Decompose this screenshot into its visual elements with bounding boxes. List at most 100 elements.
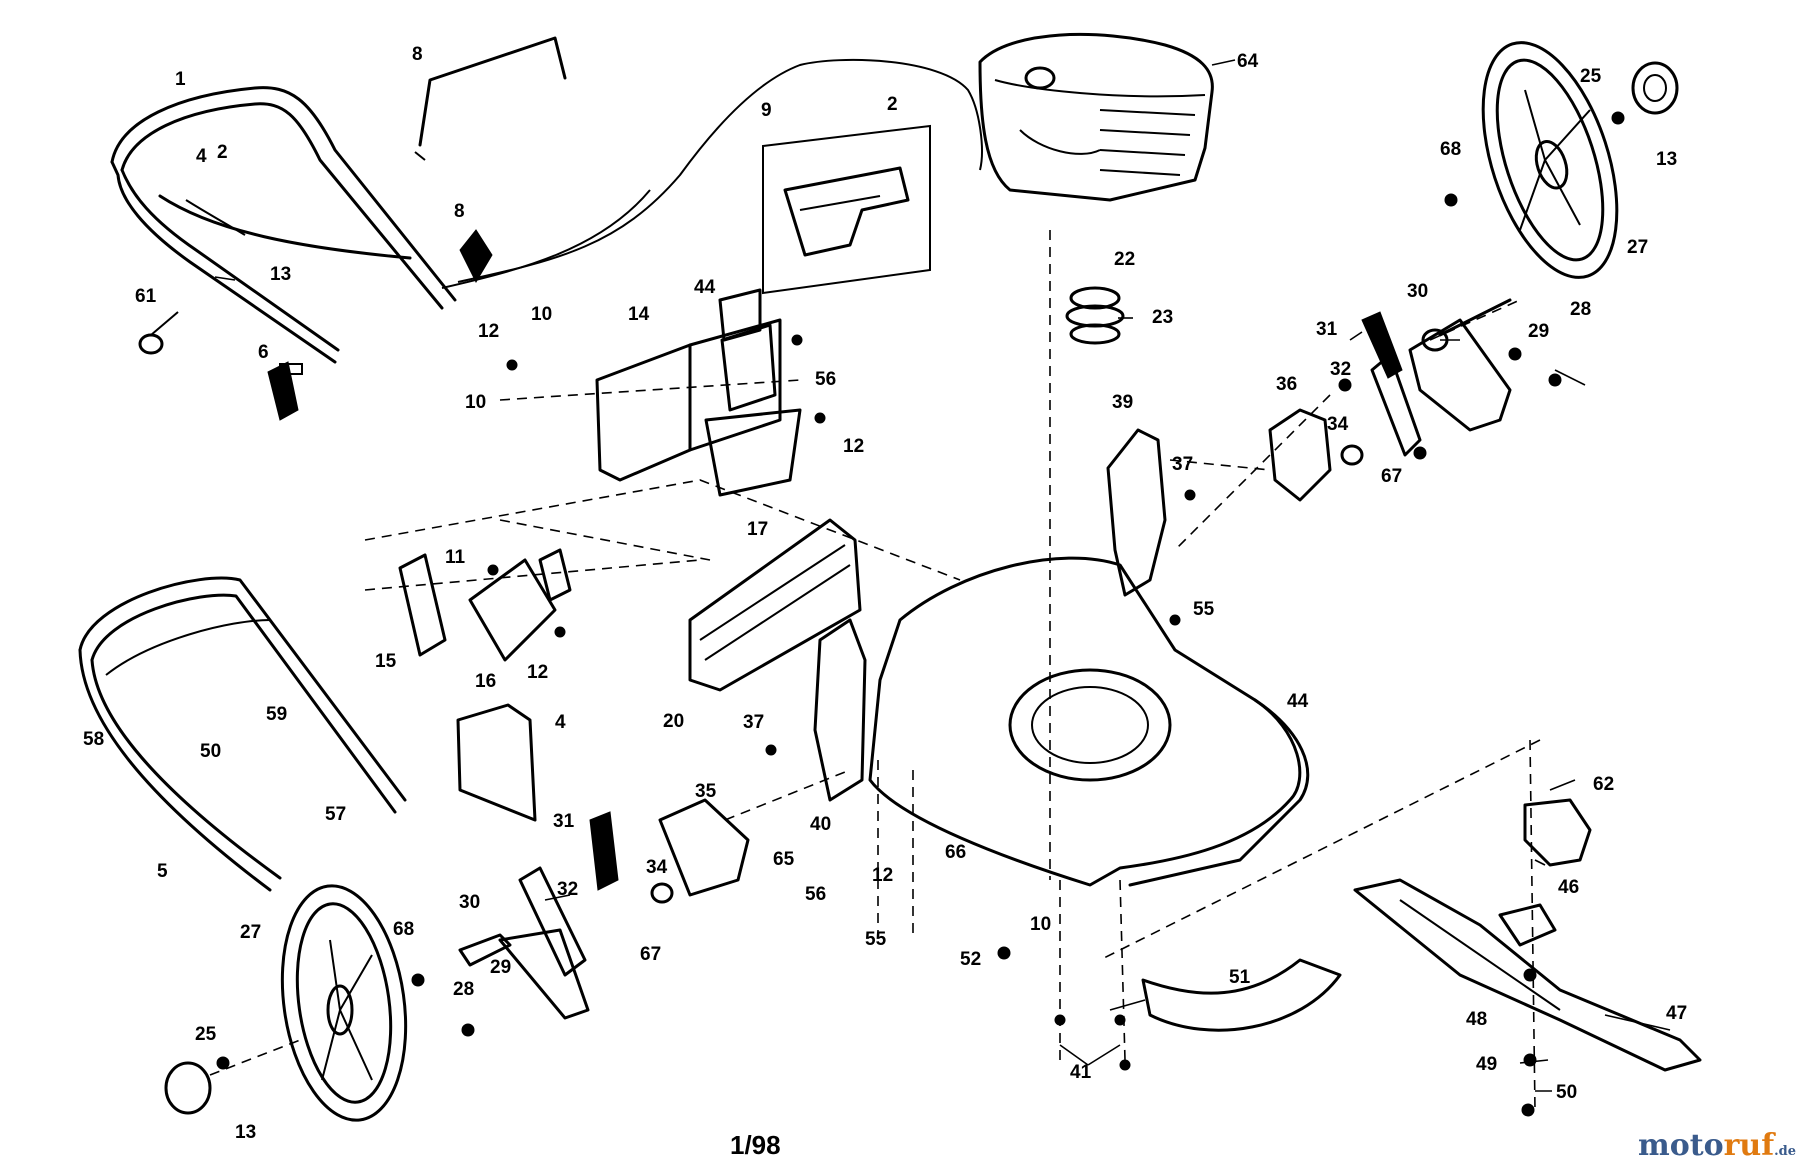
bail-bar [414,36,567,161]
callout-2-handle: 2 [217,142,228,163]
callout-32-right: 32 [1330,359,1352,380]
callout-50-blade: 50 [1556,1082,1578,1103]
callout-58: 58 [83,729,105,750]
watermark-logo: motoruf.de [1638,1128,1796,1163]
watermark-part-1: moto [1638,1128,1724,1163]
callout-10-lower: 10 [1030,914,1052,935]
callout-9: 9 [761,100,772,121]
callout-31-right: 31 [1316,319,1338,340]
callout-15: 15 [375,651,397,672]
callout-4-plate: 4 [555,712,566,733]
plate-4 [456,703,537,822]
grass-bag-frame [78,576,407,892]
inset-panel [762,124,931,295]
callout-56-upper: 56 [815,369,837,390]
watermark-part-3: .de [1774,1144,1797,1159]
callout-20: 20 [663,711,685,732]
callout-37-right: 37 [1172,454,1194,475]
leader-lines [214,59,1671,1092]
callout-16: 16 [475,671,497,692]
callout-32-left: 32 [557,879,579,900]
callout-8-top: 8 [412,44,423,65]
callout-8-clip: 8 [454,201,465,222]
callout-51: 51 [1229,967,1251,988]
callout-35: 35 [695,781,717,802]
callout-66: 66 [945,842,967,863]
callout-28-right: 28 [1570,299,1592,320]
callout-5: 5 [157,861,168,882]
callout-67-left: 67 [640,944,662,965]
callout-64: 64 [1237,51,1259,72]
guard-51 [1141,958,1342,1032]
bracket-39 [1106,428,1167,597]
callout-28-left: 28 [453,979,475,1000]
callout-37-front: 37 [743,712,765,733]
callout-56-lower: 56 [805,884,827,905]
callout-25-left: 25 [195,1024,217,1045]
callout-6: 6 [258,342,269,363]
callout-44-deck: 44 [1287,691,1309,712]
callout-39: 39 [1112,392,1134,413]
callout-67-right: 67 [1381,466,1403,487]
callout-55-upper: 55 [1193,599,1215,620]
callout-12-upper: 12 [478,321,500,342]
callout-25-right: 25 [1580,66,1602,87]
axle-bracket-right [1361,298,1512,457]
front-wheel-left [280,884,408,1122]
blade-adaptor [1498,798,1592,947]
callout-48: 48 [1466,1009,1488,1030]
callout-27-right: 27 [1627,237,1649,258]
footer-date: 1/98 [730,1130,781,1160]
callout-61: 61 [135,286,157,307]
callout-27-left: 27 [240,922,262,943]
callout-12-lower: 12 [527,662,549,683]
callout-13-right: 13 [1656,149,1678,170]
callout-22: 22 [1114,249,1136,270]
pulley [1065,286,1125,345]
callout-34-left: 34 [646,857,668,878]
callout-10-upper: 10 [531,304,553,325]
callout-44-upper: 44 [694,277,716,298]
callout-46: 46 [1558,877,1580,898]
callout-14: 14 [628,304,650,325]
callout-68-left: 68 [393,919,415,940]
callout-11: 11 [445,547,466,568]
callout-2-cable: 2 [887,94,898,115]
callout-59: 59 [266,704,288,725]
hubcap-right [1631,61,1679,115]
callout-12-front: 12 [872,865,894,886]
callout-30-left: 30 [459,892,481,913]
bracket-front-37 [813,618,867,802]
callout-30-right: 30 [1407,281,1429,302]
callout-52: 52 [960,949,982,970]
height-adjuster-right [1268,408,1364,502]
callout-17: 17 [747,519,769,540]
fasteners [216,111,1625,1117]
callout-40: 40 [810,814,832,835]
callout-12-mid: 12 [843,436,865,457]
callout-29-left: 29 [490,957,512,978]
callout-41: 41 [1070,1062,1092,1083]
callout-13-left: 13 [235,1122,257,1143]
callout-29-right: 29 [1528,321,1550,342]
upper-handle [110,86,457,364]
callout-4-handle: 4 [196,146,207,167]
callout-49: 49 [1476,1054,1498,1075]
callout-13-handle: 13 [270,264,292,285]
callout-47: 47 [1666,1003,1688,1024]
bracket-16 [468,548,572,662]
rear-wheel-right [1481,41,1619,279]
callout-23: 23 [1152,307,1174,328]
mower-deck [868,556,1310,887]
callout-31-left: 31 [553,811,575,832]
callout-34-right: 34 [1327,414,1349,435]
grip-61 [138,311,179,355]
watermark-part-2: ruf [1723,1128,1775,1163]
control-cable [441,58,983,289]
deflector-20 [688,518,862,692]
rear-baffle-assembly [595,288,802,497]
hubcap-left [164,1061,212,1115]
callout-68-right: 68 [1440,139,1462,160]
